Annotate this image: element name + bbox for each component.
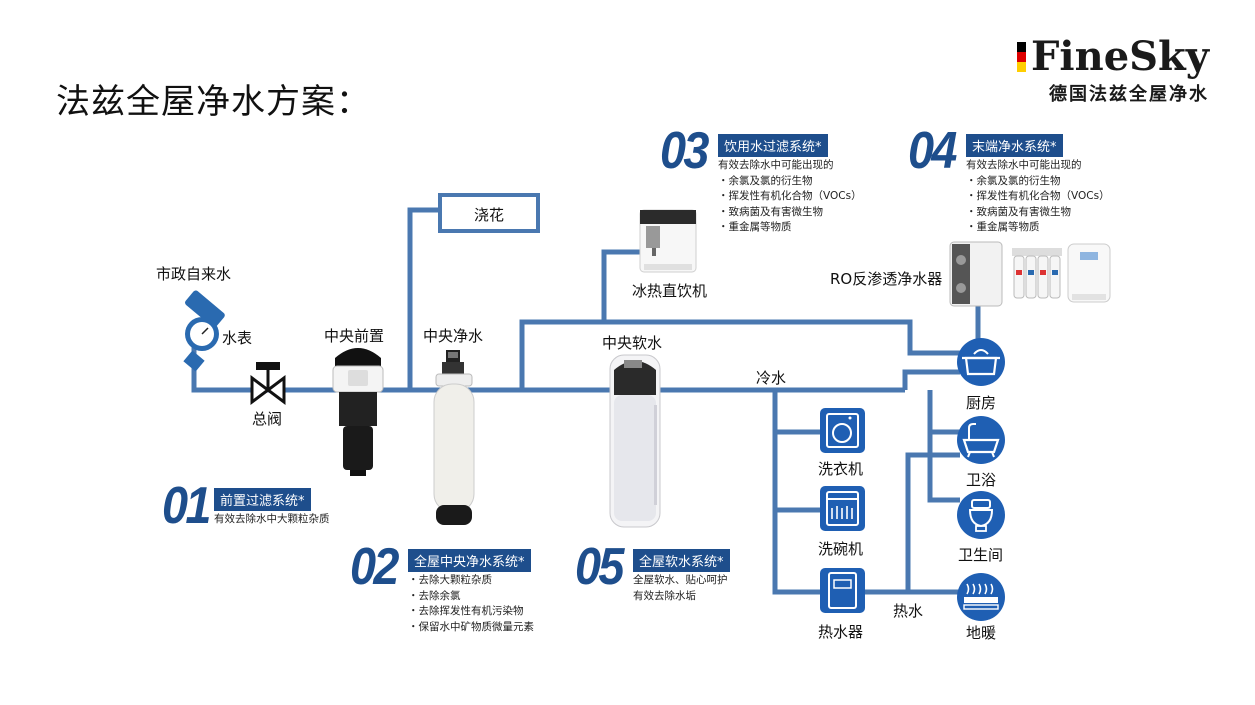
softener-label: 中央软水 [602,334,663,352]
washing-machine-label: 洗衣机 [818,460,864,478]
system-05: 05 [575,541,627,593]
upper-pipe [519,319,960,390]
system-05-desc: 全屋软水、贴心呵护 有效去除水垢 [633,573,728,604]
water-meter-label: 水表 [222,329,253,347]
system-04-desc: 有效去除水中可能出现的 ・余氯及氯的衍生物 ・挥发性有机化合物（VOCs） ・致… [966,158,1110,236]
desc-line: 有效去除水垢 [633,589,696,602]
main-valve-label: 总阀 [252,410,283,428]
prefilter-label: 中央前置 [324,327,385,345]
system-title: 全屋软水系统* [633,549,730,572]
desc-line: 有效去除水中大颗粒杂质 [214,513,330,525]
desc-line: ・去除大颗粒杂质 [408,574,492,586]
drinking-machine-label: 冰热直饮机 [632,282,708,300]
toilet-pipe [927,390,960,503]
desc-line: ・余氯及氯的衍生物 [718,174,813,187]
floor-heating-label: 地暖 [966,624,997,642]
bathroom-label: 卫浴 [966,471,997,489]
water-meter-icon [183,290,225,372]
system-02-desc: ・去除大颗粒杂质 ・去除余氯 ・去除挥发性有机污染物 ・保留水中矿物质微量元素 [408,573,534,635]
desc-line: ・重金属等物质 [718,221,792,233]
system-03-desc: 有效去除水中可能出现的 ・余氯及氯的衍生物 ・挥发性有机化合物（VOCs） ・致… [718,158,862,236]
hot-water-label: 热水 [893,602,924,620]
brand-subtitle: 德国法兹全屋净水 [1049,84,1209,105]
desc-line: ・余氯及氯的衍生物 [966,174,1061,187]
drinking-machine-icon [639,209,697,273]
watering-label: 浇花 [474,206,505,224]
ro-purifier-label: RO反渗透净水器 [830,270,943,288]
dishwasher-label: 洗碗机 [818,540,864,558]
hot-pipe [865,452,960,595]
system-title: 饮用水过滤系统* [718,134,828,157]
desc-line: ・重金属等物质 [966,221,1040,233]
drinking-pipe [601,249,640,322]
desc-line: ・致病菌及有害微生物 [718,205,823,218]
system-number: 02 [350,538,399,596]
system-title: 全屋中央净水系统* [408,549,531,572]
system-03: 03 [660,125,712,177]
desc-line: 全屋软水、贴心呵护 [633,574,728,586]
system-number: 01 [162,477,211,535]
ro-purifier-icon [949,241,1111,307]
purifier-tank-icon [433,350,475,525]
floor-heating-icon [957,573,1005,621]
desc-line: ・去除挥发性有机污染物 [408,605,524,617]
page-title: 法兹全屋净水方案： [56,82,371,122]
desc-line: ・保留水中矿物质微量元素 [408,620,534,633]
flag-stripe [1017,62,1027,72]
desc-line: ・挥发性有机化合物（VOCs） [966,190,1110,202]
appliance-manifold [772,390,820,595]
dishwasher-icon [820,486,865,531]
desc-line: ・致病菌及有害微生物 [966,205,1071,218]
watering-box [438,193,540,233]
flag-stripe [1017,42,1027,52]
kitchen-cold-pipe [902,369,960,390]
kitchen-icon [957,338,1005,386]
system-01: 01 [162,480,214,532]
brand-name: FineSky [1031,33,1209,80]
desc-line: ・挥发性有机化合物（VOCs） [718,190,862,202]
softener-device-icon [609,354,661,528]
watering-pipe [407,207,440,390]
bathtub-icon [957,416,1005,464]
main-pipe [191,345,905,393]
system-01-desc: 有效去除水中大颗粒杂质 [214,512,330,528]
brand-logo: FineSky 德国法兹全屋净水 [1017,36,1209,106]
water-heater-label: 热水器 [818,623,864,641]
desc-line: 有效去除水中可能出现的 [966,159,1082,171]
purifier-label: 中央净水 [423,327,484,345]
washing-machine-icon [820,408,865,453]
system-02: 02 [350,541,402,593]
prefilter-device-icon [332,348,384,476]
toilet-icon [957,491,1005,539]
municipal-water-label: 市政自来水 [156,265,232,283]
water-heater-icon [820,568,865,613]
system-title: 末端净水系统* [966,134,1063,157]
system-number: 03 [660,122,709,180]
pipe-network [191,207,981,595]
system-title: 前置过滤系统* [214,488,311,511]
valve-icon [250,362,286,405]
german-flag-icon [1017,42,1027,72]
system-number: 05 [575,538,624,596]
toilet-label: 卫生间 [958,546,1004,564]
desc-line: 有效去除水中可能出现的 [718,159,834,171]
flag-stripe [1017,52,1027,62]
system-04: 04 [908,125,960,177]
cold-water-label: 冷水 [756,369,787,387]
kitchen-label: 厨房 [966,394,997,412]
system-number: 04 [908,122,957,180]
desc-line: ・去除余氯 [408,589,461,602]
